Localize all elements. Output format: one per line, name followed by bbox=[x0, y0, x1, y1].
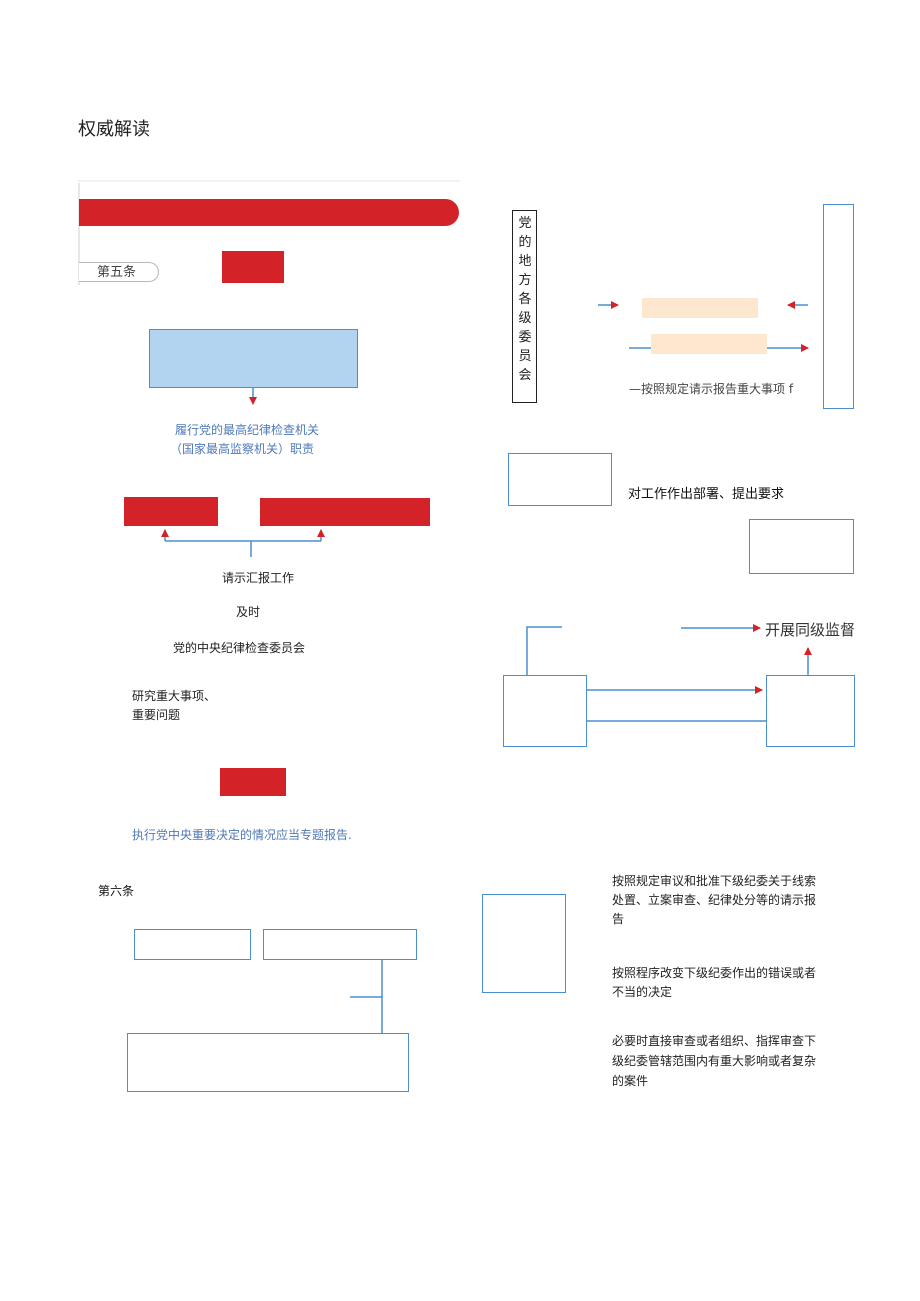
report-major-text: —按照规定请示报告重大事项 f bbox=[629, 382, 794, 396]
right-tall-box bbox=[823, 204, 854, 409]
peach-bar-2 bbox=[651, 334, 767, 354]
flow-right-box bbox=[766, 675, 855, 747]
duty-line-1: 履行党的最高纪律检查机关 bbox=[175, 423, 320, 437]
red-block-left bbox=[124, 497, 218, 526]
study-line-2: 重要问题 bbox=[132, 708, 181, 722]
item2-line-2: 不当的决定 bbox=[612, 985, 673, 999]
commission-blue-box bbox=[149, 329, 358, 388]
central-commission-text: 党的中央纪律检查委员会 bbox=[173, 641, 306, 655]
item2-line-1: 按照程序改变下级纪委作出的错误或者 bbox=[612, 966, 817, 980]
deploy-right-box bbox=[749, 519, 854, 574]
article6-box-b bbox=[263, 929, 417, 960]
page-title: 权威解读 bbox=[78, 119, 150, 140]
article5-tag: 第五条 bbox=[79, 262, 159, 282]
local-committee-text: 党的地方各级委员会 bbox=[518, 216, 532, 383]
study-line-1: 研究重大事项、 bbox=[132, 689, 217, 703]
item3-line-1: 必要时直接审查或者组织、指挥审查下 bbox=[612, 1034, 817, 1048]
item1-line-3: 告 bbox=[612, 912, 625, 926]
red-block-right bbox=[260, 498, 430, 526]
report-work-text: 请示汇报工作 bbox=[222, 571, 295, 585]
item3-line-2: 级纪委管辖范围内有重大影响或者复杂 bbox=[612, 1054, 817, 1068]
header-red-banner bbox=[79, 199, 459, 226]
flow-left-box bbox=[503, 675, 587, 747]
item1-line-2: 处置、立案审查、纪律处分等的请示报 bbox=[612, 893, 817, 907]
article5-label: 第五条 bbox=[97, 265, 137, 280]
red-block-top bbox=[222, 251, 284, 283]
article6-side-box bbox=[482, 894, 566, 993]
timely-text: 及时 bbox=[236, 605, 261, 619]
local-committee-box: 党的地方各级委员会 bbox=[512, 210, 537, 403]
item1-line-1: 按照规定审议和批准下级纪委关于线索 bbox=[612, 874, 817, 888]
red-block-bottom bbox=[220, 768, 286, 796]
special-report-text: 执行党中央重要决定的情况应当专题报告. bbox=[132, 828, 352, 842]
article6-box-a bbox=[134, 929, 251, 960]
duty-line-2: （国家最高监察机关）职责 bbox=[170, 442, 315, 456]
same-level-text: 开展同级监督 bbox=[765, 621, 856, 639]
article6-label: 第六条 bbox=[98, 884, 135, 898]
deploy-text: 对工作作出部署、提出要求 bbox=[628, 487, 785, 502]
article6-box-large bbox=[127, 1033, 409, 1092]
item3-line-3: 的案件 bbox=[612, 1074, 649, 1088]
deploy-left-box bbox=[508, 453, 612, 506]
peach-bar-1 bbox=[642, 298, 758, 318]
